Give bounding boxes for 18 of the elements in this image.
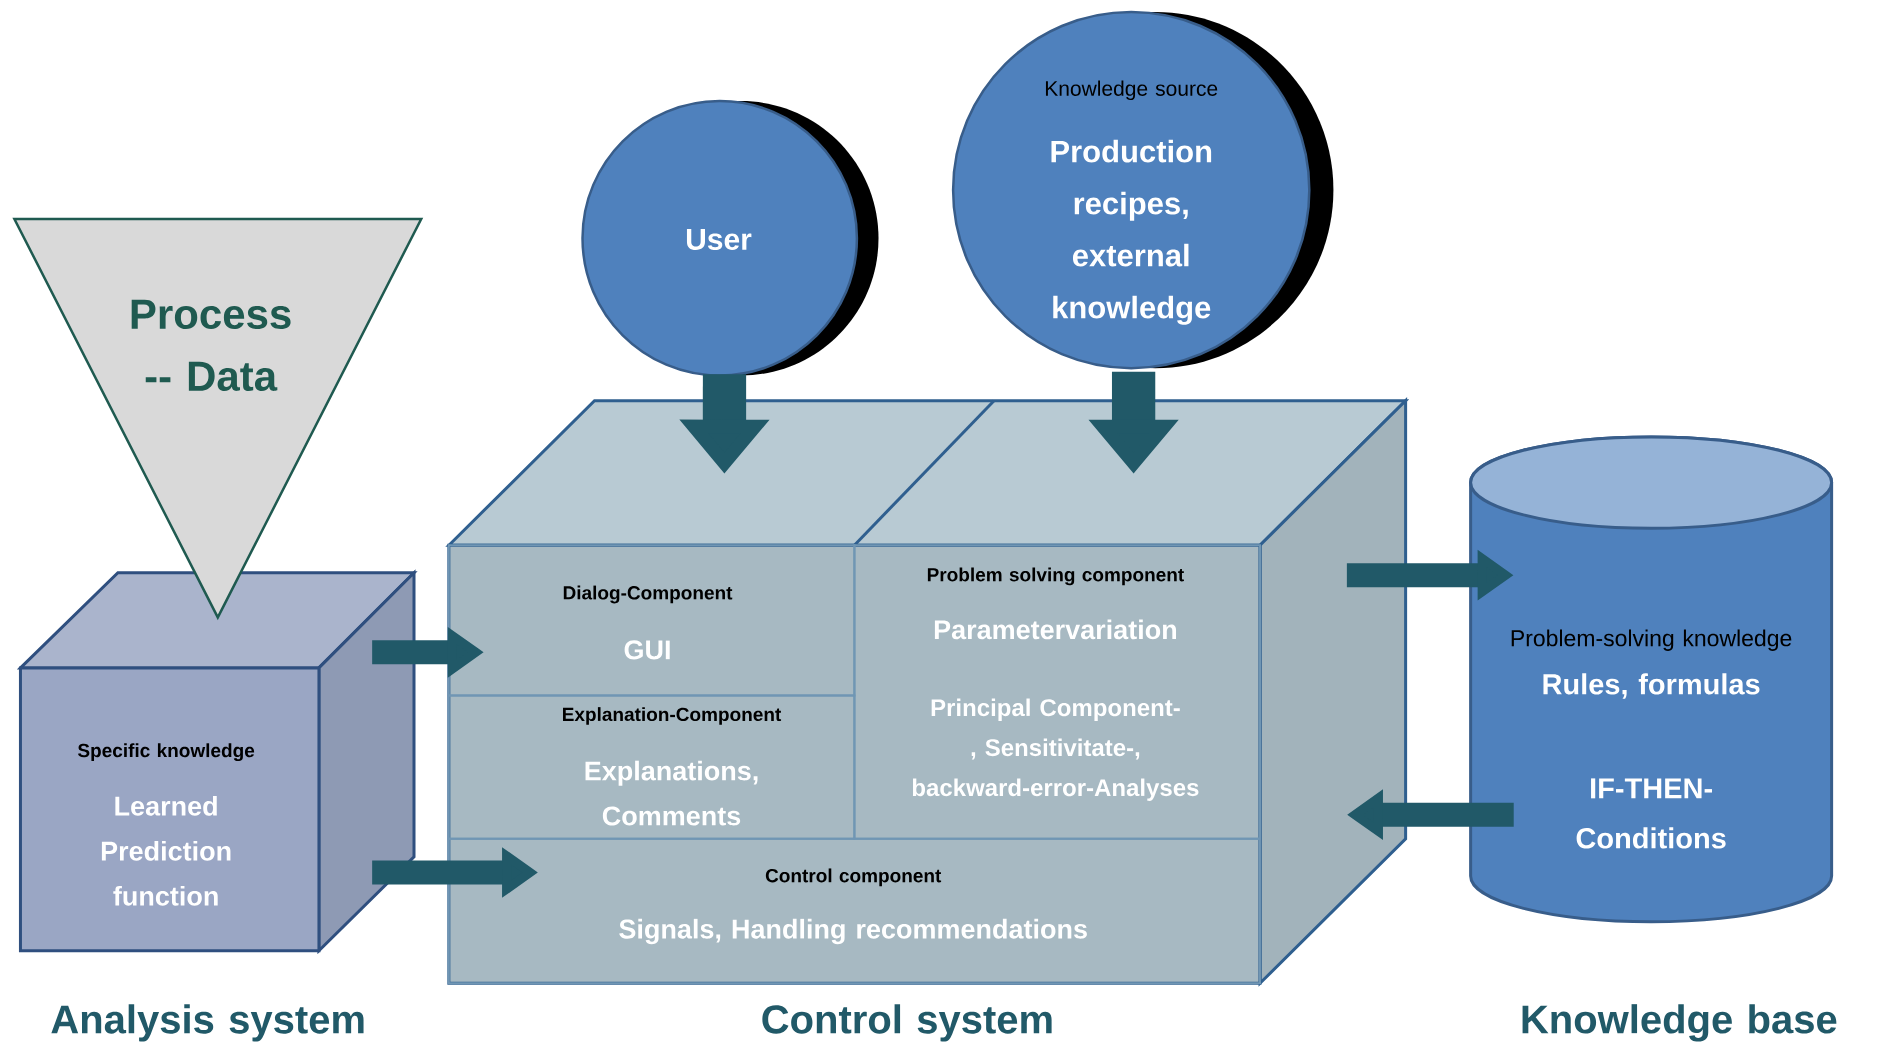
body-text: Rules, formulas — [1543, 673, 1760, 699]
body-text: IF-THEN-Conditions — [1576, 778, 1726, 849]
heading: Specific knowledge — [77, 743, 255, 762]
heading: Control component — [765, 868, 942, 887]
body-text: Explanations, Comments — [585, 760, 758, 826]
body-text: Parametervariation — [934, 619, 1176, 640]
body-text: Learned Prediction function — [101, 795, 231, 906]
body-text: Principal Component-, Sensitivitate-, backward-error-Analyses — [912, 698, 1199, 801]
system-label: Knowledge base — [1522, 1004, 1837, 1042]
system-label: Analysis system — [51, 1004, 364, 1042]
body-text: GUI — [624, 640, 670, 660]
heading: Explanation-Component — [563, 707, 782, 725]
system-label: Control system — [762, 1004, 1052, 1042]
node-title: Process -- Data — [131, 299, 291, 392]
body-text: Signals, Handling recommendations — [619, 918, 1087, 945]
heading: Dialog-Component — [563, 585, 733, 604]
heading: Problem-solving knowledge — [1511, 629, 1792, 651]
heading: Problem solving component — [927, 567, 1184, 586]
